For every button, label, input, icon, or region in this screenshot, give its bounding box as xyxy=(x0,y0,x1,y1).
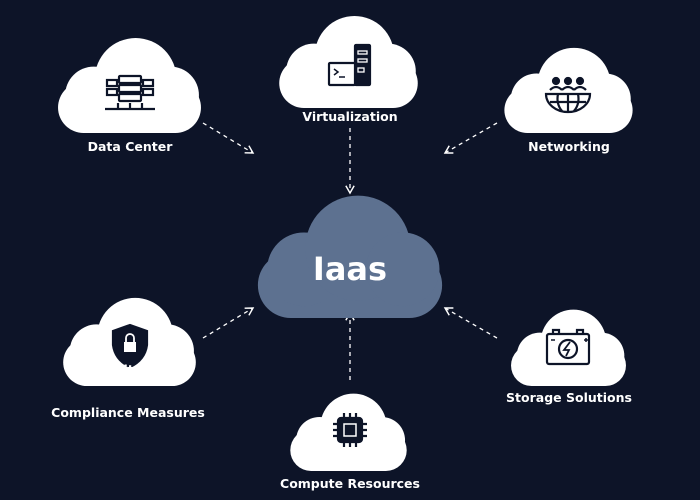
networking-cloud xyxy=(504,47,633,133)
server-rack-icon xyxy=(105,74,155,111)
security-label-line1: Security and xyxy=(83,362,173,377)
networking-label: Networking xyxy=(528,139,610,154)
data-center-label: Data Center xyxy=(87,139,173,154)
arrow-security xyxy=(202,307,255,339)
globe-users-icon xyxy=(544,76,592,114)
security-label-line2: Compliance Measures xyxy=(51,405,205,420)
storage-cloud xyxy=(511,309,626,386)
chip-icon xyxy=(333,413,367,447)
battery-bolt-icon xyxy=(545,328,591,366)
arrow-networking xyxy=(443,122,498,154)
virtualization-label: Virtualization xyxy=(302,109,398,124)
compute-label: Compute Resources xyxy=(280,476,420,491)
storage-label: Storage Solutions xyxy=(506,390,632,405)
iaas-label: Iaas xyxy=(312,250,388,288)
terminal-server-icon xyxy=(327,43,372,87)
arrow-data-center xyxy=(202,122,255,154)
shield-lock-icon xyxy=(111,323,149,369)
arrow-storage xyxy=(443,307,498,339)
